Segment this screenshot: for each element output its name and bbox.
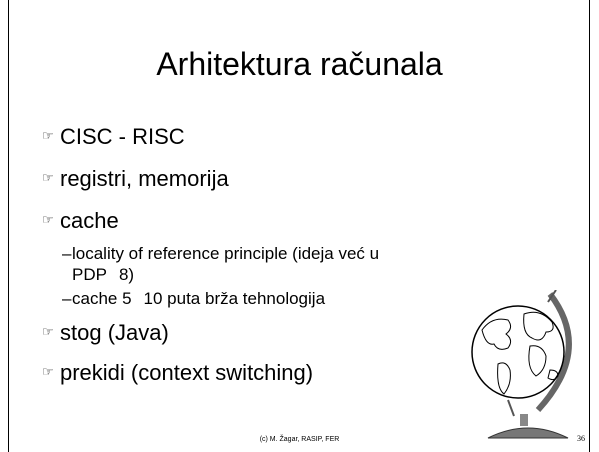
globe-base bbox=[487, 427, 569, 439]
sub-item-locality: –locality of reference principle (ideja … bbox=[62, 243, 379, 285]
globe-continent-australia bbox=[547, 369, 559, 381]
footer-credit: (c) M. Žagar, RASIP, FER bbox=[259, 436, 340, 443]
bullet-text: CISC - RISC bbox=[60, 124, 185, 149]
slide-frame-left bbox=[8, 0, 9, 452]
bullet-prekidi: ☞ prekidi (context switching) bbox=[42, 360, 313, 386]
sub-dash: – bbox=[62, 289, 72, 308]
bullet-cisc-risc: ☞ CISC - RISC bbox=[42, 124, 185, 150]
bullet-stog: ☞ stog (Java) bbox=[42, 320, 169, 346]
globe-continent-south bbox=[497, 362, 511, 395]
pointing-hand-icon: ☞ bbox=[42, 128, 54, 143]
page-number: 36 bbox=[577, 434, 585, 443]
globe-sphere bbox=[471, 305, 565, 399]
globe-stem bbox=[520, 414, 528, 426]
globe-stand-arc bbox=[535, 292, 572, 413]
pointing-hand-icon: ☞ bbox=[42, 170, 54, 185]
sub-dash: – bbox=[62, 244, 72, 263]
slide-frame-right bbox=[589, 0, 590, 452]
bullet-registri: ☞ registri, memorija bbox=[42, 166, 229, 192]
bullet-text: prekidi (context switching) bbox=[60, 360, 314, 385]
globe-continent-africa bbox=[528, 345, 547, 377]
globe-continent-eurasia bbox=[523, 311, 554, 341]
pointing-hand-icon: ☞ bbox=[42, 364, 54, 379]
pointing-hand-icon: ☞ bbox=[42, 324, 54, 339]
pointing-hand-icon: ☞ bbox=[42, 212, 54, 227]
globe-stand-top bbox=[547, 290, 557, 303]
globe-continent-americas bbox=[481, 318, 512, 350]
globe-axis-bottom bbox=[507, 399, 515, 417]
sub-text-line1: locality of reference principle (ideja v… bbox=[72, 244, 380, 263]
bullet-cache: ☞ cache bbox=[42, 208, 119, 234]
slide-title: Arhitektura računala bbox=[156, 46, 443, 82]
bullet-text: cache bbox=[60, 208, 119, 233]
bullet-text: registri, memorija bbox=[60, 166, 229, 191]
bullet-text: stog (Java) bbox=[60, 320, 169, 345]
globe-icon bbox=[471, 290, 572, 439]
